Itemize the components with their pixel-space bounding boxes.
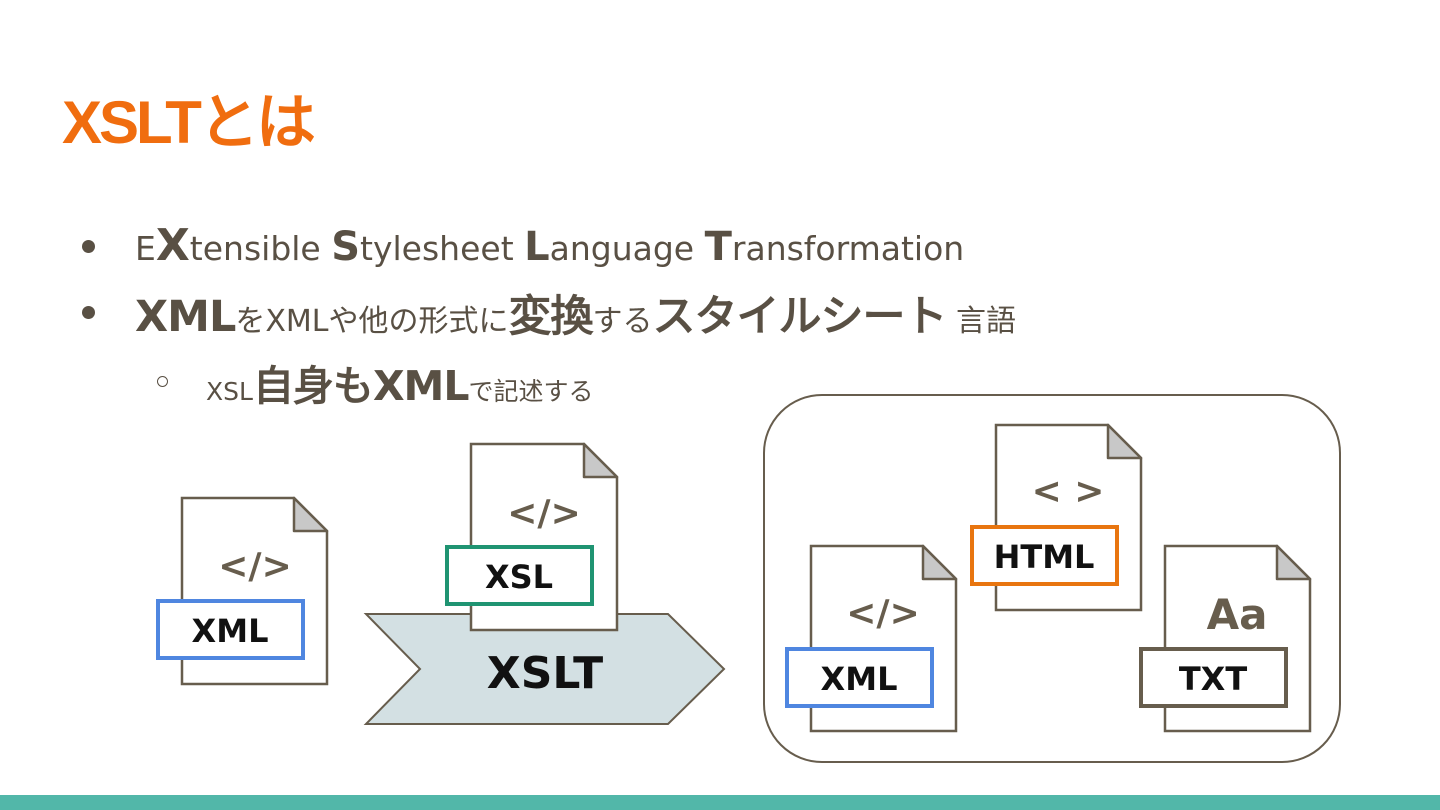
text-run: XSL [206,377,253,406]
text-run: tylesheet [360,229,525,268]
text-run: anguage [549,229,705,268]
output-html-label: HTML [994,538,1095,576]
xsl-code-icon: </> [507,493,580,534]
text-run: する [592,304,653,339]
text-run: 自身も [252,362,374,410]
output-txt-document: Aa TXT [1139,544,1312,733]
output-xml-document: </> XML [785,544,958,733]
bullet-marker [82,240,95,253]
xslt-processor-label: XSLT [487,648,603,699]
text-run: X [155,220,190,271]
bottom-accent-bar [0,795,1440,810]
xsl-label: XSL [485,558,553,596]
text-run: XML [135,292,236,342]
text-run: XML [372,362,470,410]
text-aa-icon: Aa [1207,590,1268,639]
output-html-document: < > HTML [970,423,1143,612]
text-run: 変換 [508,292,594,342]
output-xml-label: XML [821,660,898,698]
xsl-stylesheet-document: </> XSL [445,442,619,632]
text-run: ransformation [731,229,965,268]
text-run: T [704,224,732,270]
text-run: S [331,224,361,270]
text-run: L [524,224,550,270]
text-run: スタイルシート [652,292,948,342]
html-tag-icon: < > [1032,471,1105,512]
text-run: tensible [189,229,332,268]
text-run: 言語 [946,304,1017,339]
xslt-processor-arrow [363,613,726,725]
sub-bullet-marker [157,376,168,387]
slide-title: XSLTとは [62,89,316,156]
text-run: で記述する [468,377,594,406]
bullet-marker [82,306,95,319]
source-xml-document: </> XML [156,496,329,686]
output-txt-label: TXT [1179,660,1248,698]
text-run: E [135,229,156,268]
xml-code-icon: </> [218,546,291,587]
source-xml-label: XML [192,612,269,650]
output-xml-code-icon: </> [846,593,919,634]
text-run: をXMLや他の形式に [235,304,509,339]
